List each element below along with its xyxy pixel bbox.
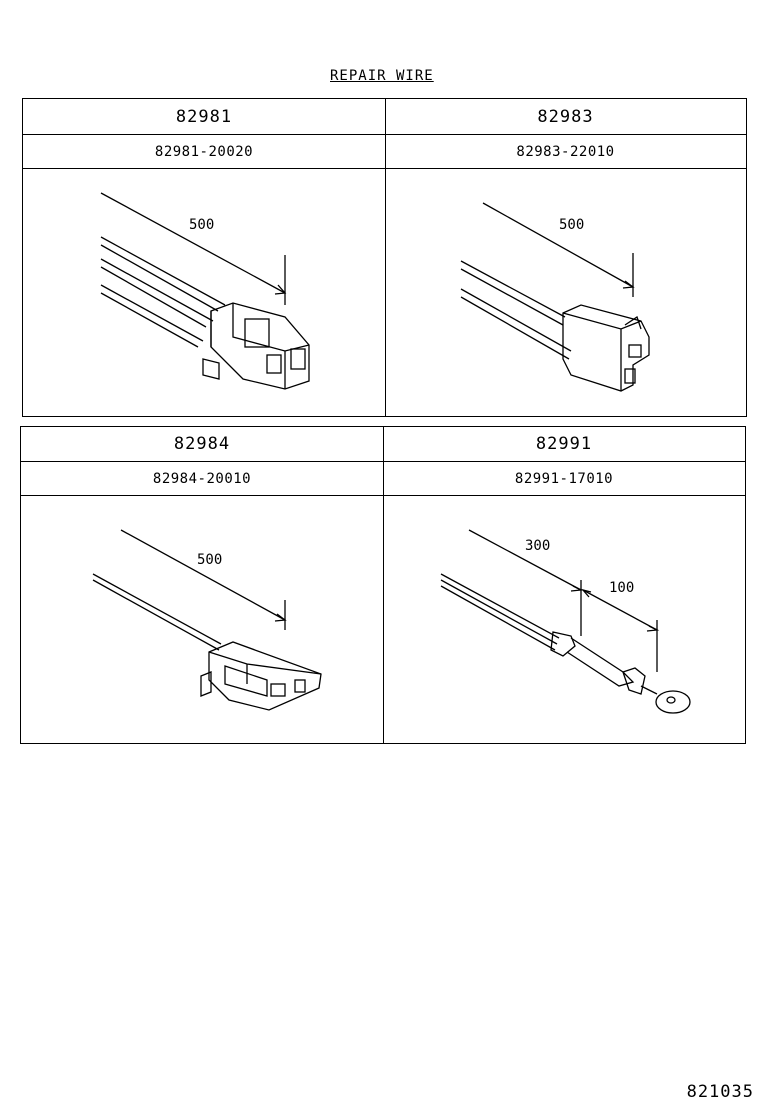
parts-table-bottom: 82984 82984-20010 500 82991 82991-17010	[20, 426, 746, 744]
connector-diagram: 500	[100, 192, 310, 390]
page-title: REPAIR WIRE	[330, 68, 434, 84]
panel-part-number: 82983-22010	[385, 135, 746, 169]
panel-code: 82991	[383, 427, 745, 462]
panel-82984: 82984 82984-20010 500	[21, 427, 383, 742]
panel-part-number: 82991-17010	[383, 462, 745, 496]
panel-code: 82983	[385, 99, 746, 135]
dimension-label: 500	[559, 217, 584, 233]
panel-82991: 82991 82991-17010 300 100	[383, 427, 745, 742]
panel-82981: 82981 82981-20020 500	[23, 99, 385, 415]
dimension-label: 100	[609, 580, 634, 596]
dimension-label: 300	[525, 538, 550, 554]
dimension-label: 500	[197, 552, 222, 568]
connector-diagram: 500	[92, 529, 322, 711]
panel-code: 82981	[23, 99, 385, 135]
panel-code: 82984	[21, 427, 383, 462]
page-code: 821035	[686, 1082, 754, 1102]
panel-part-number: 82981-20020	[23, 135, 385, 169]
parts-table-top: 82981 82981-20020 500	[22, 98, 747, 417]
terminal-diagram: 300 100	[440, 529, 691, 714]
panel-part-number: 82984-20010	[21, 462, 383, 496]
column-divider	[385, 99, 386, 416]
panel-82983: 82983 82983-22010 500	[385, 99, 746, 415]
column-divider	[383, 427, 384, 743]
dimension-label: 500	[189, 217, 214, 233]
connector-diagram: 500	[460, 202, 650, 392]
